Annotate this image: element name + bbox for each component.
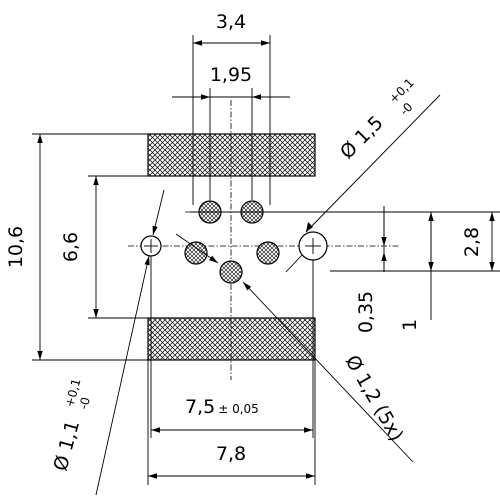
pin-hole	[219, 260, 243, 284]
dim-bottom-span: 7,5± 0,05	[185, 396, 259, 418]
label-hole-small: Ø 1,1	[50, 418, 85, 473]
dim-width-top: 3,4	[216, 11, 246, 33]
pin-hole	[184, 241, 208, 265]
label-hole-pins: Ø 1,2 (5x)	[341, 352, 408, 446]
dim-height-inner: 6,6	[60, 232, 82, 262]
dim-right-one: 1	[399, 319, 421, 331]
dim-pitch-top: 1,95	[210, 64, 252, 86]
pin-hole	[256, 241, 280, 265]
dim-right-height: 2,8	[461, 227, 483, 257]
dim-bottom-width: 7,8	[216, 443, 246, 465]
bottom-pad	[147, 317, 316, 361]
dim-height-total: 10,6	[5, 226, 27, 268]
label-hole-large-tol-upper: +0,1	[386, 76, 417, 107]
label-hole-small-tol-lower: -0	[76, 396, 93, 411]
label-hole-large-tol-lower: -0	[397, 100, 415, 118]
top-pad	[147, 133, 316, 177]
pin-holes	[184, 200, 280, 284]
dim-right-small: 0,35	[355, 291, 377, 333]
